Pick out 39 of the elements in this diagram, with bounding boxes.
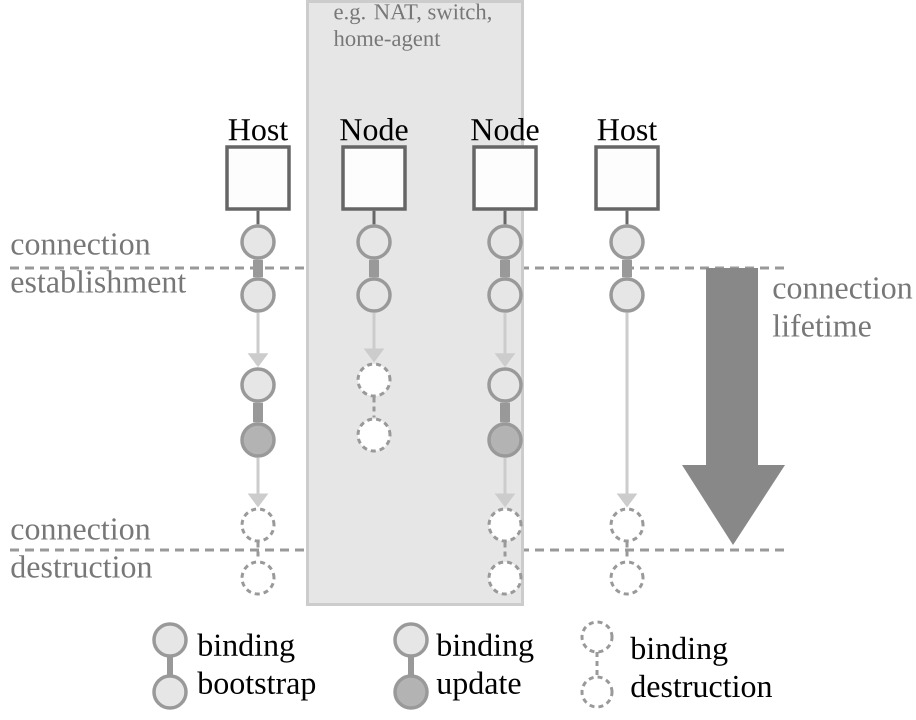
destroyed-binding-circle — [610, 508, 644, 542]
binding-circle — [609, 277, 645, 313]
destroyed-binding-circle — [610, 560, 644, 596]
connector — [369, 260, 379, 278]
host-box: Host — [225, 119, 291, 211]
node-label: Host — [228, 119, 288, 141]
connector — [504, 210, 506, 224]
updated-binding-circle — [240, 422, 276, 458]
binding-circle — [240, 277, 276, 313]
legend-label: binding destruction — [630, 636, 772, 698]
node-box: Node — [471, 118, 539, 211]
destroyed-binding-circle — [240, 560, 276, 596]
legend-label: binding bootstrap — [197, 634, 316, 701]
destroyed-binding-circle — [356, 362, 392, 398]
host-box: Host — [594, 119, 660, 211]
connector — [500, 260, 510, 278]
binding-circle — [240, 367, 276, 403]
connector — [372, 210, 376, 224]
connector — [253, 402, 263, 422]
node-label: Host — [598, 119, 658, 141]
legend-label: binding update — [436, 634, 534, 701]
side-label: connection lifetime — [772, 277, 912, 337]
destroyed-binding-circle — [240, 508, 276, 542]
connector — [500, 402, 510, 422]
connector — [253, 260, 263, 278]
binding-circle — [609, 224, 645, 260]
node-label: Node — [471, 118, 539, 141]
connector — [622, 260, 632, 278]
dashed-connector — [372, 398, 376, 418]
binding-circle — [240, 224, 276, 260]
node-label: Node — [340, 118, 408, 141]
connector — [256, 210, 260, 224]
destroyed-binding-circle — [356, 418, 392, 452]
node-box: Node — [340, 118, 408, 211]
side-label: connection establishment — [11, 233, 186, 293]
destroyed-binding-circle — [488, 508, 522, 542]
connector — [626, 210, 628, 224]
destroyed-binding-circle — [488, 560, 522, 596]
side-label: connection destruction — [11, 518, 152, 578]
